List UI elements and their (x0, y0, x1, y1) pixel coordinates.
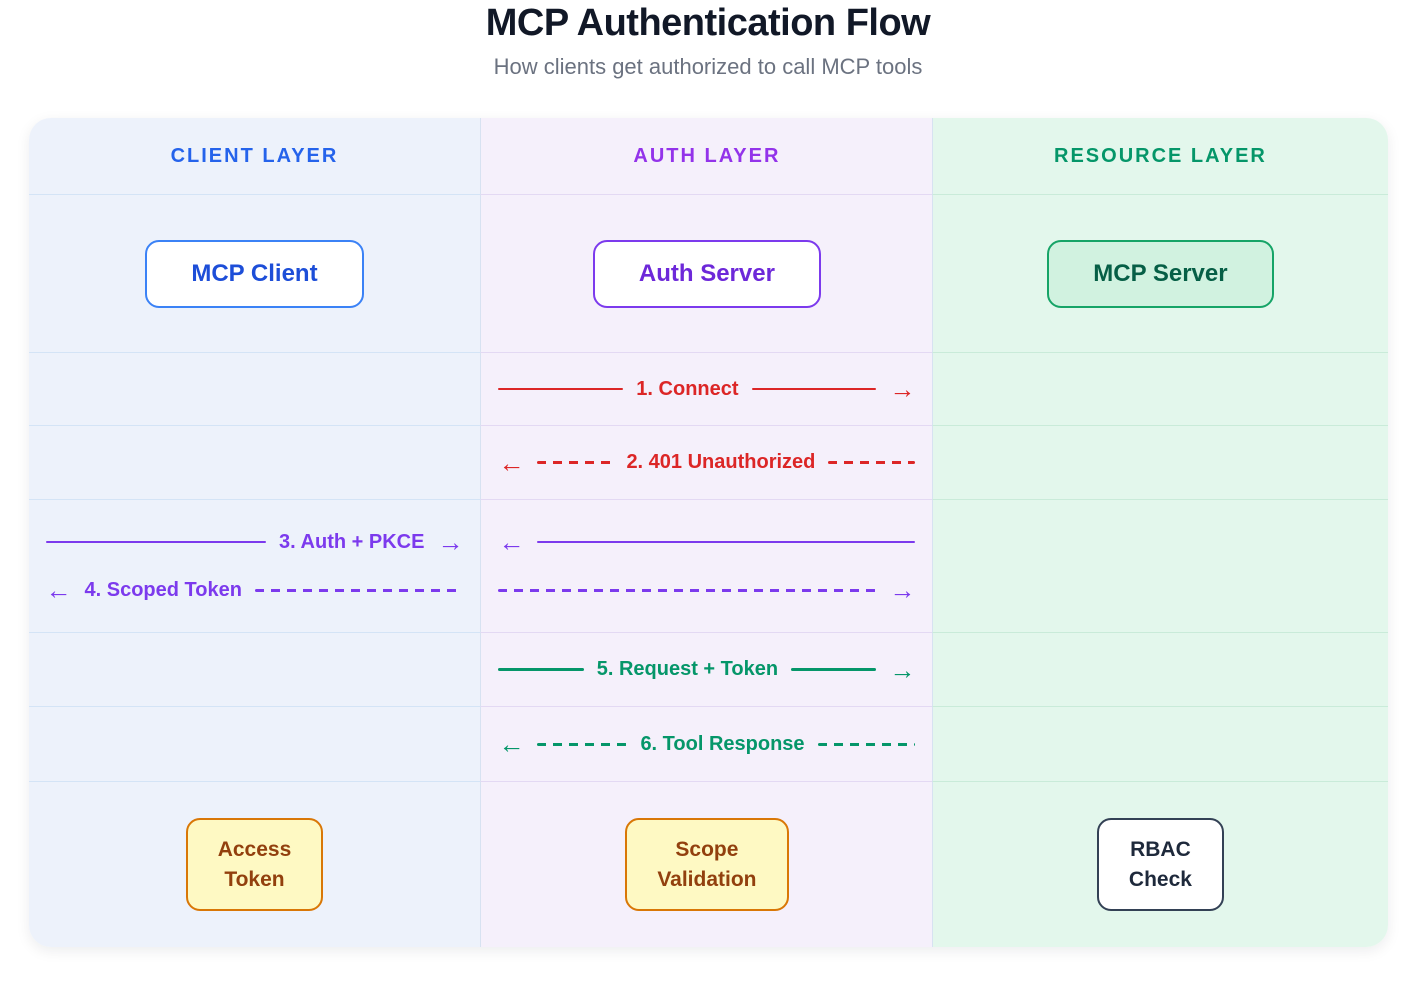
page-subtitle: How clients get authorized to call MCP t… (493, 54, 923, 79)
message-label: 3. Auth + PKCE (279, 530, 425, 553)
resource-layer-header: RESOURCE LAYER (932, 118, 1388, 194)
auth-layer-label: AUTH LAYER (633, 144, 781, 167)
arrow-left-icon: ← (498, 527, 525, 557)
auth-layer-header: AUTH LAYER (480, 118, 933, 194)
rbac-check-node: RBAC Check (1096, 818, 1224, 911)
auth-lane-cell: Auth Server (480, 194, 933, 352)
scope-validation-node: Scope Validation (625, 818, 789, 911)
arrow-right-icon: → (889, 374, 916, 404)
solid-line (45, 540, 267, 544)
message-label: 1. Connect (636, 377, 739, 400)
solid-line (498, 668, 584, 671)
client-lane-cell: Access Token (28, 781, 481, 947)
arrow-left-icon: ← (45, 575, 72, 605)
scope-validation-line1: Scope (675, 838, 739, 862)
resource-lane-cell: MCP Server (932, 194, 1388, 352)
message-5-request-token: 5. Request + Token → (480, 632, 933, 706)
mcp-client-node: MCP Client (145, 239, 364, 308)
auth-server-node: Auth Server (592, 239, 821, 308)
resource-layer-label: RESOURCE LAYER (1054, 144, 1267, 167)
message-label: 5. Request + Token (596, 658, 779, 680)
dashed-line (254, 588, 464, 592)
resource-lane-cell (932, 352, 1388, 425)
arrow-right-icon: → (889, 654, 916, 685)
rbac-check-line2: Check (1128, 867, 1192, 891)
client-lane-cell (28, 632, 481, 706)
scope-validation-line2: Validation (657, 867, 757, 891)
message-label: 6. Tool Response (640, 732, 805, 755)
client-lane-cell: MCP Client (28, 194, 481, 352)
resource-lane-cell (932, 632, 1388, 706)
page-title: MCP Authentication Flow (485, 2, 931, 44)
dashed-line (817, 742, 916, 746)
solid-line (498, 387, 624, 391)
message-6-tool-response: ← 6. Tool Response (480, 706, 933, 781)
resource-lane-cell (932, 499, 1388, 632)
solid-line (537, 540, 916, 544)
arrow-left-icon: ← (498, 729, 525, 759)
client-lane-cell (28, 706, 481, 781)
mcp-server-node: MCP Server (1047, 239, 1274, 308)
message-3-4-client-side: 3. Auth + PKCE → ← 4. Scoped Token (28, 499, 481, 632)
solid-line (751, 387, 877, 391)
dashed-line (537, 461, 614, 464)
resource-lane-cell: RBAC Check (932, 781, 1388, 947)
access-token-line1: Access (217, 838, 292, 862)
message-3-4-auth-side: ← → (480, 499, 933, 632)
message-1-connect: 1. Connect → (480, 352, 933, 425)
client-layer-label: CLIENT LAYER (170, 144, 339, 167)
auth-flow-diagram: CLIENT LAYER AUTH LAYER RESOURCE LAYER M… (28, 118, 1388, 947)
message-2-401-unauthorized: ← 2. 401 Unauthorized (480, 425, 933, 499)
access-token-node: Access Token (185, 818, 324, 911)
dashed-line (537, 742, 628, 746)
resource-lane-cell (932, 425, 1388, 499)
arrow-right-icon: → (889, 575, 916, 605)
client-lane-cell (28, 352, 481, 425)
access-token-line2: Token (224, 867, 285, 891)
arrow-right-icon: → (437, 527, 464, 557)
client-layer-header: CLIENT LAYER (28, 118, 481, 194)
message-label: 4. Scoped Token (84, 578, 242, 601)
dashed-line (498, 588, 877, 592)
resource-lane-cell (932, 706, 1388, 781)
dashed-line (828, 461, 916, 464)
client-lane-cell (28, 425, 481, 499)
solid-line (791, 668, 877, 671)
auth-lane-cell: Scope Validation (480, 781, 933, 947)
arrow-left-icon: ← (498, 447, 525, 478)
rbac-check-line1: RBAC (1130, 838, 1191, 862)
message-label: 2. 401 Unauthorized (626, 451, 816, 473)
